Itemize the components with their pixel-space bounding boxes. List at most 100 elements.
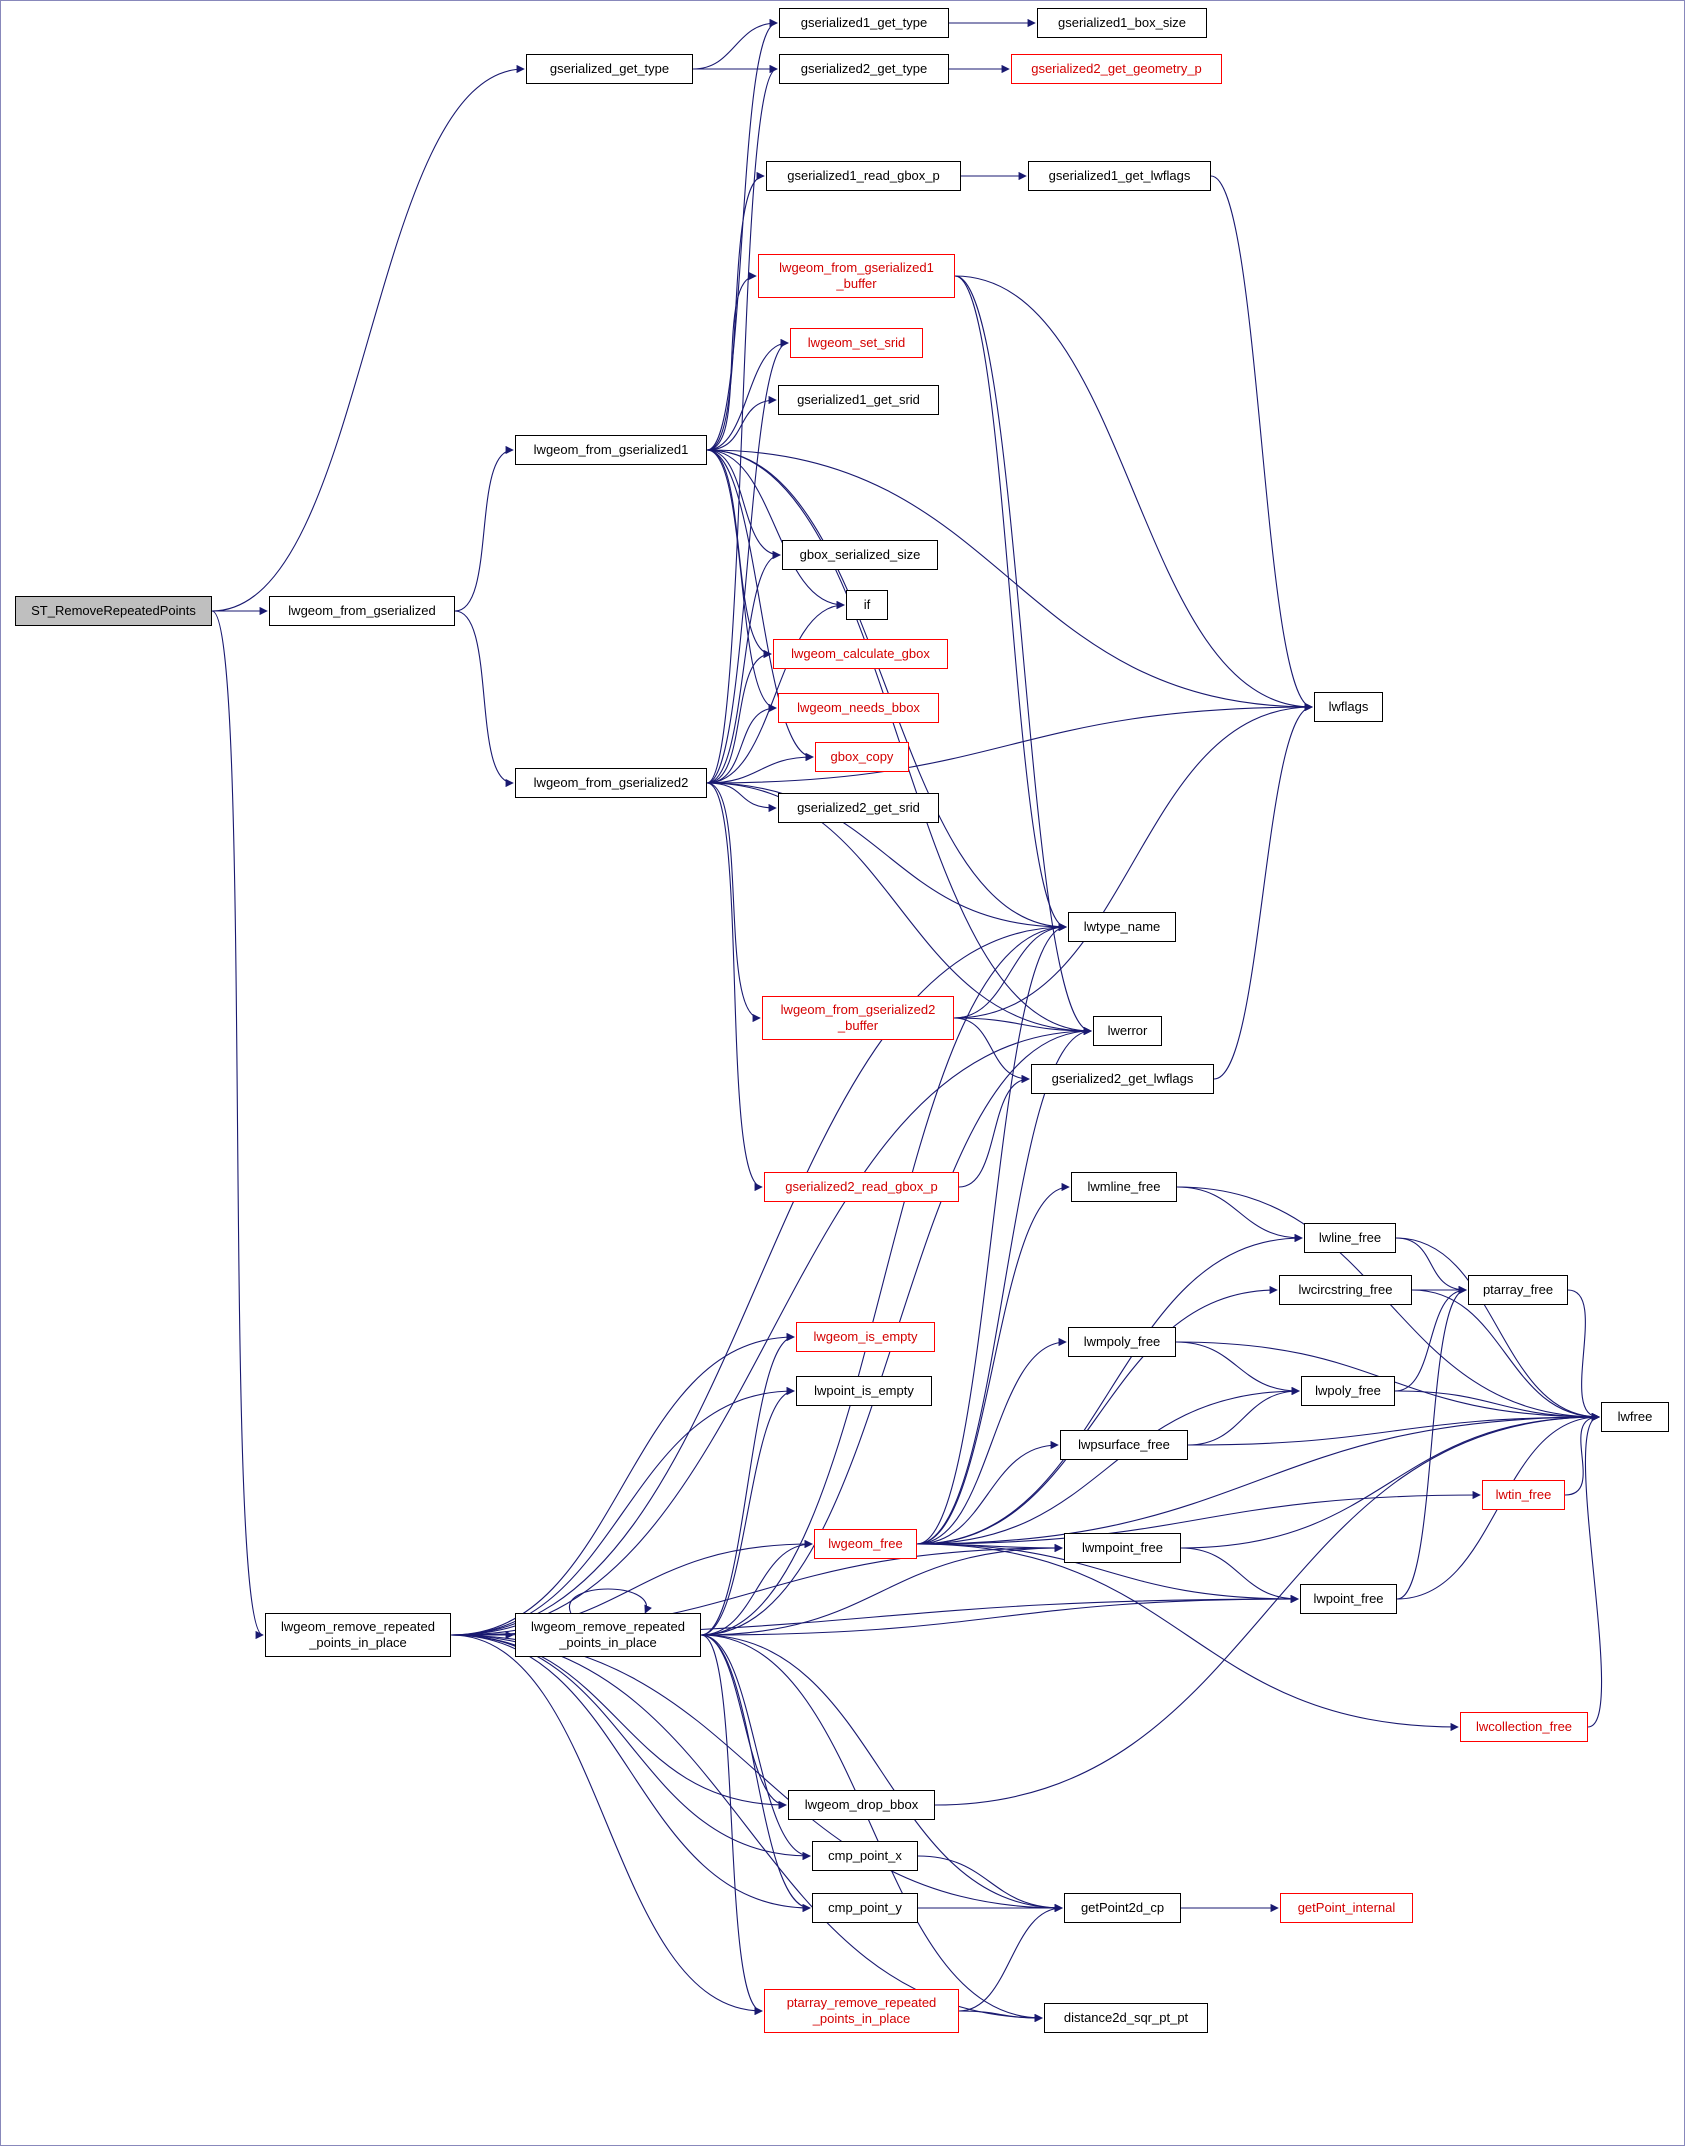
call-edge-lwgeom_free--lwmline_free (916, 1182, 1070, 1545)
graph-node-lwpoint_free[interactable]: lwpoint_free (1300, 1584, 1397, 1614)
graph-node-label: lwgeom_from_gserialized2 (780, 1001, 936, 1017)
call-edge-lwtin_free--lwfree (1564, 1412, 1600, 1496)
call-edge-lwgeom_rrpip_inner--lwgeom_is_empty (700, 1332, 795, 1636)
graph-node-gbox_serialized_size[interactable]: gbox_serialized_size (782, 540, 938, 570)
graph-node-label: gserialized1_box_size (1058, 14, 1186, 30)
call-edge-lwcollection_free--lwfree (1584, 1412, 1603, 1728)
graph-node-gserialized1_get_lwflags[interactable]: gserialized1_get_lwflags (1028, 161, 1211, 191)
graph-node-lwgeom_free[interactable]: lwgeom_free (814, 1529, 917, 1559)
graph-node-cmp_point_y[interactable]: cmp_point_y (812, 1893, 918, 1923)
graph-node-lwtin_free[interactable]: lwtin_free (1482, 1480, 1565, 1510)
graph-node-label: lwgeom_from_gserialized (288, 602, 436, 618)
graph-node-lwmpoint_free[interactable]: lwmpoint_free (1064, 1533, 1181, 1563)
call-edge-lwgeom_from_gserialized1--lwgeom_needs_bbox (706, 449, 777, 713)
graph-node-label: ST_RemoveRepeatedPoints (31, 602, 196, 618)
graph-node-label: gserialized1_get_type (800, 14, 928, 30)
graph-node-lwgeom_from_gserialized2[interactable]: lwgeom_from_gserialized2 (515, 768, 707, 798)
graph-node-gserialized1_read_gbox_p[interactable]: gserialized1_read_gbox_p (766, 161, 961, 191)
call-edge-lwgeom_from_gserialized2--lwgeom_from_gserialized2_buffer (706, 782, 761, 1023)
graph-node-gserialized2_read_gbox_p[interactable]: gserialized2_read_gbox_p (764, 1172, 959, 1202)
graph-node-gserialized2_get_type[interactable]: gserialized2_get_type (779, 54, 949, 84)
call-edge-ptarray_rrpip--distance2d_sqr_pt_pt (958, 2010, 1043, 2023)
graph-node-label: lwline_free (1318, 1229, 1382, 1245)
graph-node-gserialized1_get_srid[interactable]: gserialized1_get_srid (778, 385, 939, 415)
graph-node-lwgeom_drop_bbox[interactable]: lwgeom_drop_bbox (788, 1790, 935, 1820)
graph-node-lwline_free[interactable]: lwline_free (1304, 1223, 1396, 1253)
graph-node-gbox_copy[interactable]: gbox_copy (815, 742, 909, 772)
graph-node-label: _points_in_place (812, 2011, 911, 2026)
call-edge-lwgeom_from_gserialized2--gbox_copy (706, 752, 814, 784)
graph-node-ptarray_rrpip[interactable]: ptarray_remove_repeated_points_in_place (764, 1989, 959, 2033)
call-edge-lwgeom_rrpip_inner--distance2d_sqr_pt_pt (700, 1634, 1043, 2023)
graph-node-lwpoint_is_empty[interactable]: lwpoint_is_empty (796, 1376, 932, 1406)
graph-node-gserialized2_get_lwflags[interactable]: gserialized2_get_lwflags (1031, 1064, 1214, 1094)
call-edge-lwgeom_free--lwcollection_free (916, 1543, 1459, 1732)
graph-node-lwgeom_needs_bbox[interactable]: lwgeom_needs_bbox (778, 693, 939, 723)
graph-node-label: gserialized1_get_srid (797, 391, 920, 407)
graph-node-lwcollection_free[interactable]: lwcollection_free (1460, 1712, 1588, 1742)
graph-node-lwgeom_calculate_gbox[interactable]: lwgeom_calculate_gbox (773, 639, 948, 669)
graph-node-getpoint2d_cp[interactable]: getPoint2d_cp (1064, 1893, 1181, 1923)
graph-node-lwpsurface_free[interactable]: lwpsurface_free (1060, 1430, 1188, 1460)
call-edge-lwgeom_rrpip_inner--lwpoint_free (700, 1594, 1299, 1636)
call-edge-lwgeom_from_gserialized1--lwerror (706, 449, 1092, 1036)
graph-node-lwgeom_from_gserialized1_buffer[interactable]: lwgeom_from_gserialized1_buffer (758, 254, 955, 298)
graph-node-ptarray_free[interactable]: ptarray_free (1468, 1275, 1568, 1305)
call-edge-lwgeom_from_gserialized--lwgeom_from_gserialized1 (454, 445, 514, 612)
graph-node-gserialized2_get_srid[interactable]: gserialized2_get_srid (778, 793, 939, 823)
graph-node-label: lwfree (1617, 1408, 1653, 1424)
graph-node-label: lwpoint_free (1313, 1590, 1384, 1606)
graph-node-lwgeom_from_gserialized1[interactable]: lwgeom_from_gserialized1 (515, 435, 707, 465)
graph-node-label: lwcollection_free (1475, 1718, 1573, 1734)
graph-node-st_removerepeatedpoints[interactable]: ST_RemoveRepeatedPoints (15, 596, 212, 626)
call-edge-lwgeom_rrpip_inner--lwgeom_rrpip_inner (568, 1588, 652, 1614)
call-edge-lwgeom_rrpip_inner--lwgeom_drop_bbox (700, 1634, 787, 1810)
graph-node-lwmpoly_free[interactable]: lwmpoly_free (1068, 1327, 1176, 1357)
graph-node-gserialized2_get_geometry_p[interactable]: gserialized2_get_geometry_p (1011, 54, 1222, 84)
call-edge-lwgeom_free--lwpoint_free (916, 1543, 1299, 1604)
graph-node-gserialized1_get_type[interactable]: gserialized1_get_type (779, 8, 949, 38)
call-edge-lwgeom_from_gserialized1--if (706, 449, 845, 610)
graph-node-lwgeom_set_srid[interactable]: lwgeom_set_srid (790, 328, 923, 358)
graph-node-label: _buffer (836, 276, 877, 291)
graph-node-lwerror[interactable]: lwerror (1093, 1016, 1162, 1046)
graph-node-gserialized1_box_size[interactable]: gserialized1_box_size (1037, 8, 1207, 38)
call-edge-lwgeom_rrpip_inner--lwtype_name (700, 922, 1067, 1636)
graph-node-lwpoly_free[interactable]: lwpoly_free (1301, 1376, 1395, 1406)
graph-node-lwtype_name[interactable]: lwtype_name (1068, 912, 1176, 942)
graph-node-lwgeom_rrpip_inner[interactable]: lwgeom_remove_repeated_points_in_place (515, 1613, 701, 1657)
graph-node-lwgeom_is_empty[interactable]: lwgeom_is_empty (796, 1322, 935, 1352)
call-edge-lwgeom_from_gserialized2_buffer--lwtype_name (953, 922, 1067, 1019)
call-edge-lwgeom_from_gserialized1_buffer--lwtype_name (954, 275, 1067, 932)
graph-node-lwgeom_rrpip_outer[interactable]: lwgeom_remove_repeated_points_in_place (265, 1613, 451, 1657)
call-edge-lwpsurface_free--lwpoly_free (1187, 1386, 1300, 1446)
call-edge-lwgeom_from_gserialized1--lwflags (706, 449, 1313, 712)
graph-node-if[interactable]: if (846, 590, 888, 620)
graph-node-lwcircstring_free[interactable]: lwcircstring_free (1279, 1275, 1412, 1305)
graph-node-label: lwgeom_remove_repeated (281, 1618, 435, 1634)
call-edge-lwgeom_free--lwcircstring_free (916, 1285, 1278, 1545)
call-edge-lwgeom_rrpip_inner--lwpoint_is_empty (700, 1386, 795, 1636)
call-edge-lwgeom_from_gserialized2_buffer--gserialized2_get_lwflags (953, 1017, 1030, 1084)
graph-node-label: lwflags (1328, 698, 1369, 714)
call-edge-lwgeom_free--lwerror (916, 1026, 1092, 1545)
graph-node-distance2d_sqr_pt_pt[interactable]: distance2d_sqr_pt_pt (1044, 2003, 1208, 2033)
call-edge-lwgeom_rrpip_inner--lwgeom_free (700, 1539, 813, 1636)
graph-node-gserialized_get_type[interactable]: gserialized_get_type (526, 54, 693, 84)
graph-node-label: gserialized1_get_lwflags (1048, 167, 1191, 183)
graph-node-lwgeom_from_gserialized2_buffer[interactable]: lwgeom_from_gserialized2_buffer (762, 996, 954, 1040)
graph-node-lwgeom_from_gserialized[interactable]: lwgeom_from_gserialized (269, 596, 455, 626)
graph-node-label: lwgeom_from_gserialized1 (533, 441, 689, 457)
graph-node-label: lwpoint_is_empty (814, 1382, 914, 1398)
call-edge-lwgeom_from_gserialized1--lwtype_name (706, 449, 1067, 932)
graph-node-label: _points_in_place (559, 1635, 657, 1650)
call-edge-gserialized2_read_gbox_p--gserialized2_get_lwflags (958, 1074, 1030, 1188)
graph-node-cmp_point_x[interactable]: cmp_point_x (812, 1841, 918, 1871)
call-edge-lwgeom_rrpip_outer--lwtype_name (450, 922, 1067, 1636)
graph-node-lwmline_free[interactable]: lwmline_free (1071, 1172, 1177, 1202)
graph-node-getpoint_internal[interactable]: getPoint_internal (1280, 1893, 1413, 1923)
call-edge-lwgeom_from_gserialized2_buffer--lwerror (953, 1017, 1092, 1036)
graph-node-lwflags[interactable]: lwflags (1314, 692, 1383, 722)
call-edge-lwgeom_free--lwtype_name (916, 922, 1067, 1545)
graph-node-lwfree[interactable]: lwfree (1601, 1402, 1669, 1432)
